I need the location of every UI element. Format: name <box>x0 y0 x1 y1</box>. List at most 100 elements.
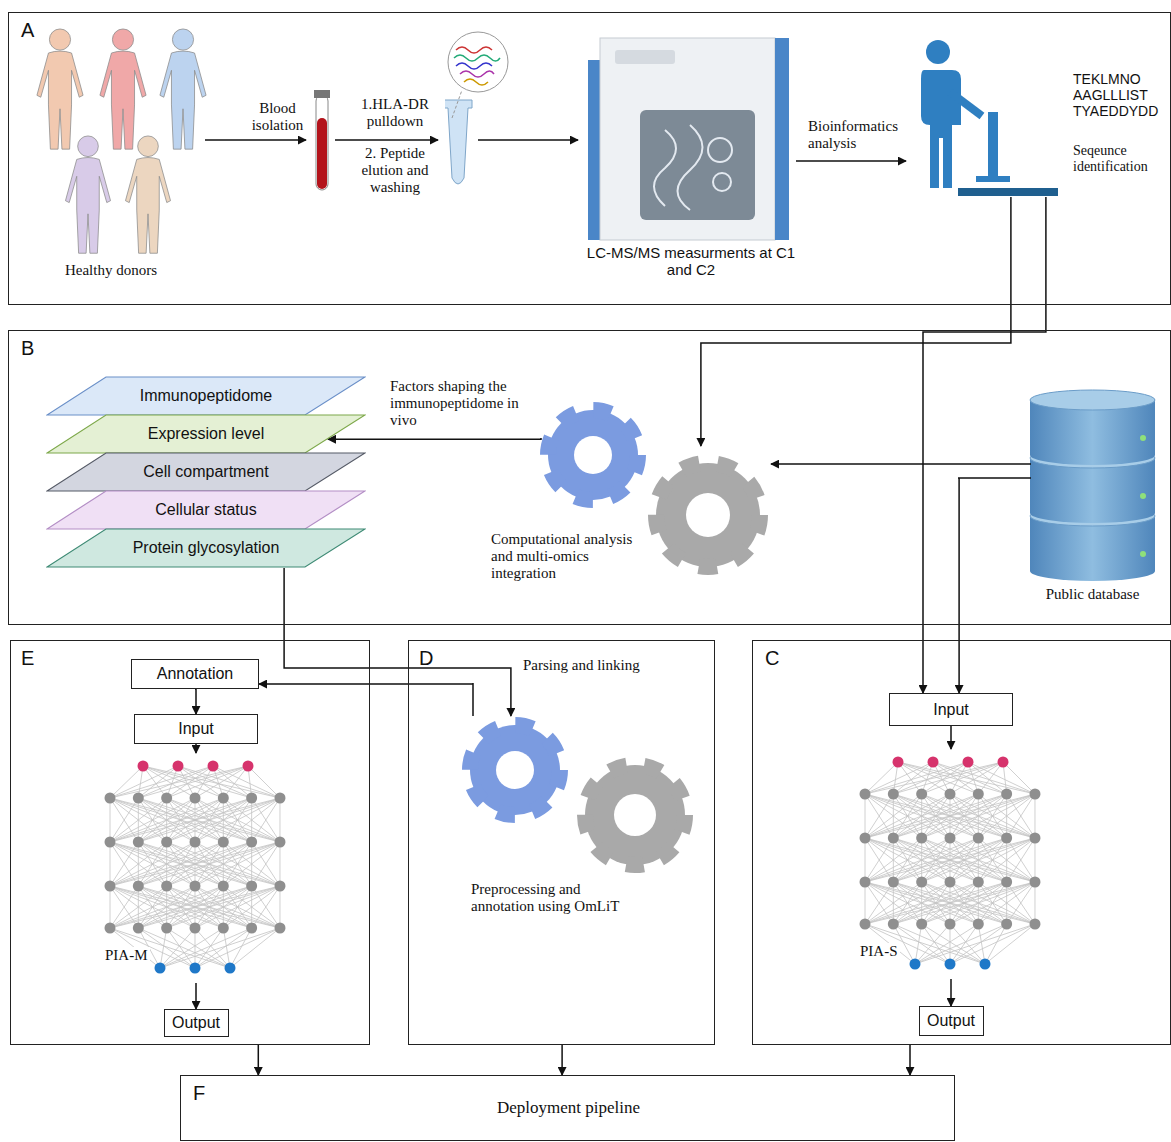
network-link <box>110 798 167 842</box>
edge-label: Bioinformatics analysis <box>808 118 903 152</box>
process-box: Input <box>889 693 1013 726</box>
network-link <box>865 838 1035 882</box>
network-neuron <box>105 837 116 848</box>
network-link <box>110 886 167 928</box>
network-link <box>865 794 978 838</box>
network-link <box>865 838 866 882</box>
network-neuron <box>944 877 955 888</box>
network-link <box>950 794 1035 838</box>
database: Public database <box>1016 386 1169 611</box>
network-neuron <box>945 959 956 970</box>
network-link <box>252 886 280 928</box>
network-link <box>865 838 1035 882</box>
network-link <box>893 882 1035 924</box>
network-link <box>893 924 985 964</box>
network-link <box>230 928 280 968</box>
network-link <box>110 886 252 928</box>
network-link <box>893 838 1035 882</box>
network-neuron <box>208 761 219 772</box>
network-link <box>279 842 280 886</box>
network-link <box>110 842 252 886</box>
network-neuron <box>161 793 172 804</box>
network-link <box>110 886 223 928</box>
step-label: Blood isolation <box>240 100 315 134</box>
network-neuron <box>246 837 257 848</box>
network-neuron <box>860 877 871 888</box>
network-neuron <box>888 833 899 844</box>
network-neuron <box>916 919 927 930</box>
network-link <box>160 928 223 968</box>
network-link <box>922 924 950 964</box>
network-neuron <box>243 761 254 772</box>
network-link <box>949 924 950 964</box>
network-link <box>922 762 968 794</box>
network-link <box>195 928 230 968</box>
network-link <box>865 882 1035 924</box>
network-neuron <box>133 881 144 892</box>
connector <box>771 463 1031 465</box>
network-neuron <box>274 881 285 892</box>
network-link <box>922 882 1035 924</box>
layer-outline <box>47 415 365 453</box>
network-link <box>223 766 248 798</box>
network-neuron <box>218 881 229 892</box>
omics-layer: Protein glycosylation <box>46 528 366 568</box>
network-link <box>167 842 280 886</box>
network-link <box>110 842 167 886</box>
connector <box>958 478 1031 693</box>
network-neuron <box>218 923 229 934</box>
panel-letter: A <box>21 19 34 42</box>
gears-d <box>470 725 685 865</box>
network-neuron <box>133 793 144 804</box>
network-link <box>138 886 280 928</box>
node-label: Preprocessing and annotation using OmLiT <box>471 881 621 915</box>
connector <box>284 568 511 716</box>
network-link <box>865 794 978 838</box>
connector <box>195 983 197 1009</box>
node-label: TEKLMNO AAGLLLIST TYAEDDYDD <box>1073 71 1169 119</box>
network-link <box>978 924 985 964</box>
network-neuron <box>189 793 200 804</box>
network-link <box>138 798 280 842</box>
network-neuron <box>105 793 116 804</box>
node-label: Seqeunce identification <box>1073 143 1169 175</box>
network-link <box>865 794 1035 838</box>
network-neuron <box>246 793 257 804</box>
network-link <box>110 842 195 886</box>
network-link <box>223 886 280 928</box>
network-link <box>865 882 950 924</box>
network-link <box>865 882 922 924</box>
network-link <box>252 842 280 886</box>
network-neuron <box>246 923 257 934</box>
network-link <box>1034 882 1035 924</box>
network-neuron <box>105 923 116 934</box>
network-link <box>279 886 280 928</box>
connector <box>257 1045 259 1075</box>
network-link <box>223 842 280 886</box>
box-label: Expression level <box>148 425 265 443</box>
panel: FDeployment pipeline <box>180 1075 955 1141</box>
network-neuron <box>105 881 116 892</box>
connector <box>328 438 541 439</box>
network-neuron <box>916 877 927 888</box>
connector <box>561 1045 563 1075</box>
process-box: Annotation <box>131 659 259 689</box>
network-link <box>985 924 1035 964</box>
network-link <box>865 882 1035 924</box>
network-link <box>865 838 1007 882</box>
network-neuron <box>944 789 955 800</box>
connector <box>195 744 197 753</box>
network-link <box>167 766 213 798</box>
network-neuron <box>155 963 166 974</box>
panel: CInputPIA-SOutput <box>752 640 1171 1045</box>
layer-outline <box>47 377 365 415</box>
network-link <box>950 924 1035 964</box>
network-link <box>110 798 111 842</box>
network-link <box>110 798 195 842</box>
network-link <box>195 798 280 842</box>
network-neuron <box>1001 919 1012 930</box>
network-link <box>922 794 1035 838</box>
network-link <box>865 882 866 924</box>
network-link <box>110 886 195 928</box>
network-neuron <box>246 881 257 892</box>
